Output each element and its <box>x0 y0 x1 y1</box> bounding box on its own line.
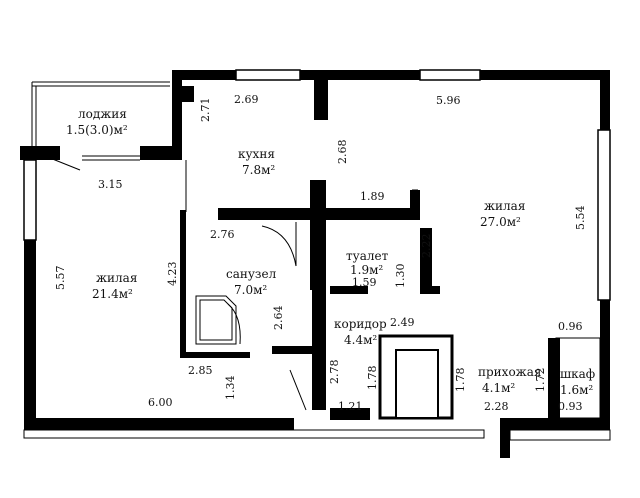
living-left-name: жилая <box>96 271 137 285</box>
dim-130: 1.30 <box>394 264 407 289</box>
living-right-name: жилая <box>484 199 525 213</box>
dim-423: 4.23 <box>166 262 179 287</box>
living-right-area: 27.0м² <box>480 215 521 229</box>
dim-172: 1.72 <box>534 368 547 393</box>
dim-178b: 1.78 <box>454 368 467 393</box>
dim-268: 2.68 <box>336 140 349 165</box>
interior-walls <box>180 160 601 420</box>
bathroom-name: санузел <box>226 267 277 281</box>
dim-557: 5.57 <box>54 266 67 291</box>
loggia-name: лоджия <box>78 107 127 121</box>
living-left-area: 21.4м² <box>92 287 133 301</box>
dimension-labels: 2.71 2.69 5.96 2.68 3.15 1.89 5.54 2.76 … <box>54 93 587 413</box>
dim-285: 2.85 <box>188 364 213 377</box>
dim-600: 6.00 <box>148 396 173 409</box>
dim-228: 2.28 <box>484 400 509 413</box>
corridor-name: коридор <box>334 317 387 331</box>
closet-area: 1.6м² <box>560 383 593 397</box>
outer-walls <box>20 69 611 458</box>
dim-134: 1.34 <box>224 376 237 401</box>
dim-276: 2.76 <box>210 228 235 241</box>
toilet-area: 1.9м² <box>350 263 383 277</box>
kitchen-area: 7.8м² <box>242 163 275 177</box>
dim-269: 2.69 <box>234 93 259 106</box>
dim-249: 2.49 <box>390 316 415 329</box>
dim-271: 2.71 <box>199 98 212 123</box>
dim-315: 3.15 <box>98 178 123 191</box>
hallway-name: прихожая <box>478 365 541 379</box>
loggia-area: 1.5(3.0)м² <box>66 123 128 137</box>
dim-178a: 1.78 <box>366 366 379 391</box>
bathroom-area: 7.0м² <box>234 283 267 297</box>
dim-189: 1.89 <box>360 190 385 203</box>
dim-222: 2.22 <box>420 234 433 259</box>
closet-name: шкаф <box>560 367 595 381</box>
dim-278: 2.78 <box>328 360 341 385</box>
loggia-outline <box>31 81 170 171</box>
dim-096: 0.96 <box>558 320 583 333</box>
dim-596: 5.96 <box>436 94 461 107</box>
toilet-name: туалет <box>346 249 389 263</box>
kitchen-name: кухня <box>238 147 275 161</box>
room-labels: лоджия 1.5(3.0)м² кухня 7.8м² жилая 27.0… <box>66 107 595 397</box>
hallway-area: 4.1м² <box>482 381 515 395</box>
corridor-area: 4.4м² <box>344 333 377 347</box>
dim-121: 1.21 <box>338 400 363 413</box>
dim-554: 5.54 <box>574 206 587 231</box>
dim-093: 0.93 <box>558 400 583 413</box>
dim-264: 2.64 <box>272 306 285 331</box>
dim-159: 1.59 <box>352 276 377 289</box>
